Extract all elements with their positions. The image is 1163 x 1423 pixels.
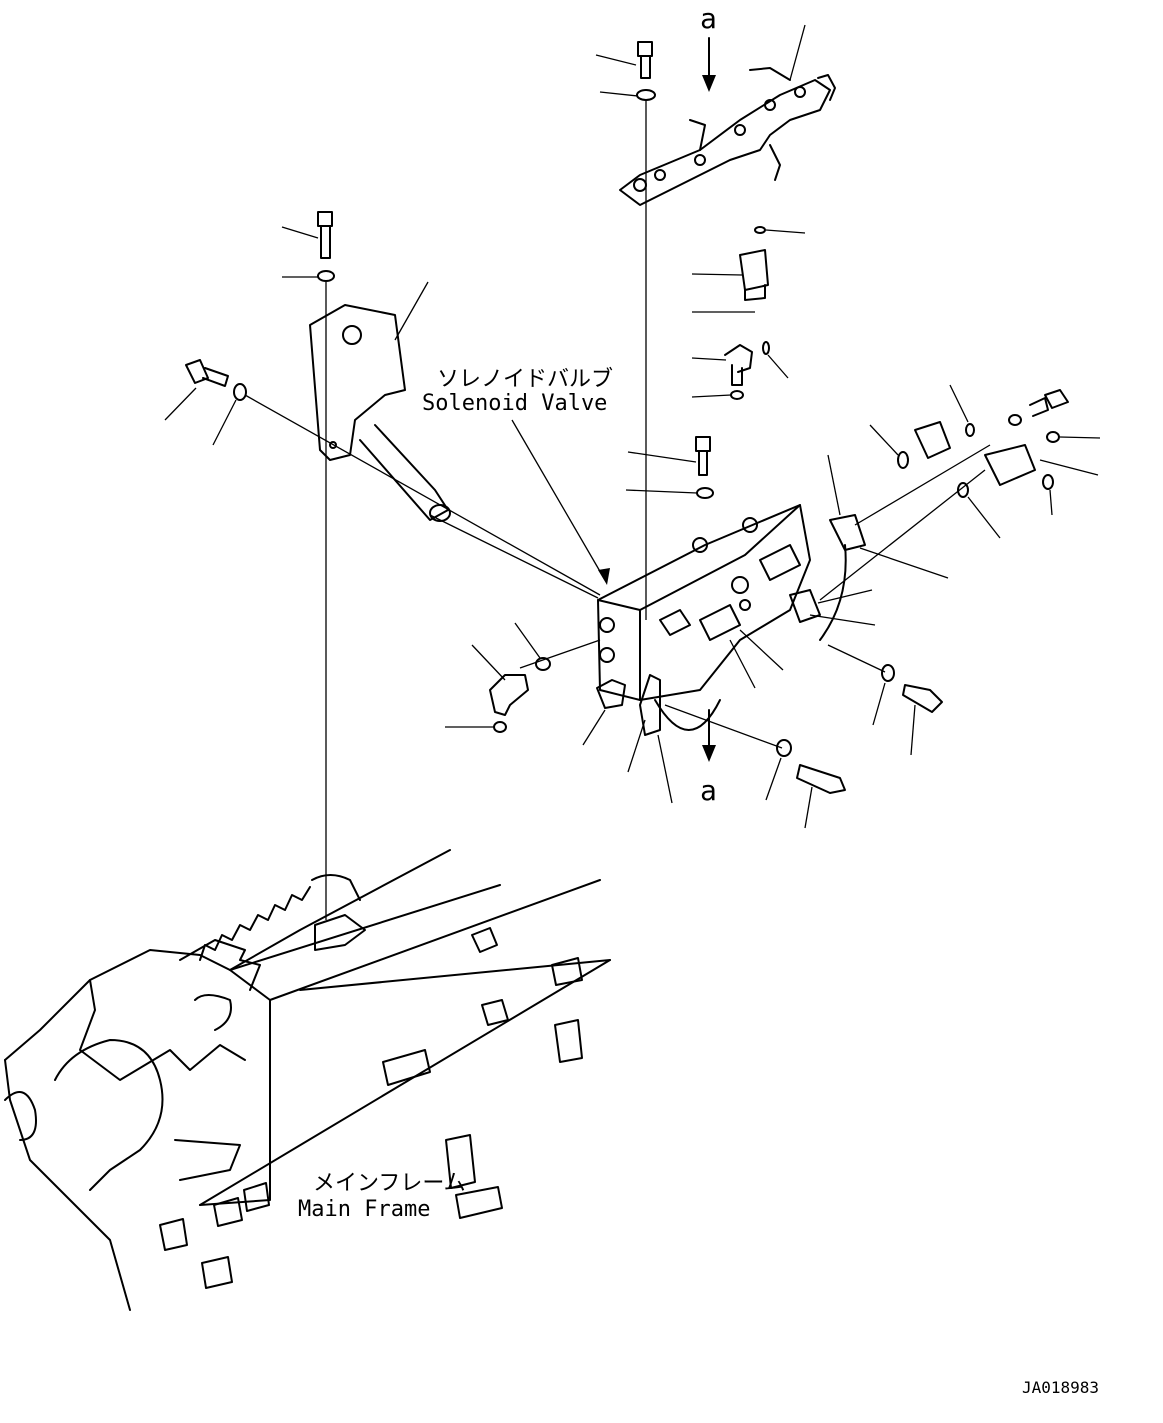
solenoid-valve-leader xyxy=(511,419,606,581)
assembly-line-side xyxy=(244,394,601,596)
top-bolt xyxy=(636,41,656,101)
left-bolt-side xyxy=(185,359,247,401)
solenoid-valve-leader-arrow xyxy=(598,568,610,585)
main-frame-label-jp: メインフレーム xyxy=(313,1171,466,1196)
solenoid-valve-label-en: Solenoid Valve xyxy=(422,391,607,416)
drawing-id: JA018983 xyxy=(1022,1378,1099,1397)
leader-lines xyxy=(164,24,1101,829)
top-harness-bracket xyxy=(619,67,836,206)
right-fittings xyxy=(897,389,1069,498)
main-frame xyxy=(4,849,611,1311)
arrow-label-top: a xyxy=(700,2,717,35)
arrow-a-bottom: a xyxy=(700,709,717,807)
assembly-line-right xyxy=(827,644,886,673)
elbow-fitting xyxy=(724,341,770,400)
assembly-line-fitting xyxy=(854,444,991,526)
arrow-label-bottom: a xyxy=(700,774,717,807)
solenoid-valve-block xyxy=(597,504,866,736)
left-bolt-upper xyxy=(317,211,335,282)
lower-bolts xyxy=(776,664,943,794)
assembly-line-elbow xyxy=(519,639,601,669)
main-frame-label-en: Main Frame xyxy=(298,1197,430,1222)
left-elbow xyxy=(489,657,551,733)
solenoid-valve-label-jp: ソレノイドバルブ xyxy=(437,367,613,392)
center-bolt xyxy=(695,436,714,499)
assembly-line-block xyxy=(429,514,599,599)
assembly-line-washer xyxy=(664,704,783,749)
frame-blocks xyxy=(159,927,583,1289)
collar xyxy=(596,679,626,709)
solenoid-coil xyxy=(739,226,769,301)
assembly-line-fitting2 xyxy=(819,469,986,601)
arrow-a-top: a xyxy=(700,2,717,92)
